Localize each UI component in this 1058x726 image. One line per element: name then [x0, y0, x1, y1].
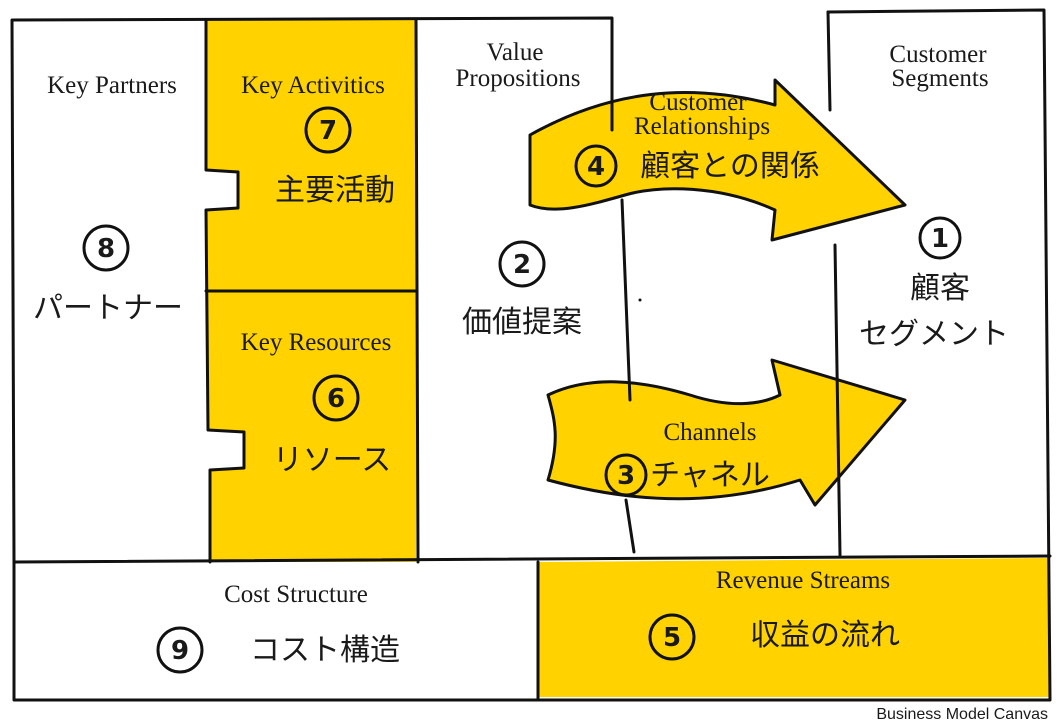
channels-label: Channels	[663, 419, 756, 446]
divider-value-relationships	[610, 40, 636, 554]
key-partners-label: Key Partners	[47, 72, 177, 99]
customer-relationships-label-2: Relationships	[634, 113, 770, 140]
value-propositions-jp: 価値提案	[462, 305, 582, 340]
key-partners-jp: パートナー	[33, 291, 183, 326]
key-activities-fill	[206, 20, 416, 290]
customer-relationships-label-1: Customer	[649, 89, 747, 116]
divider-relationships-segments	[826, 10, 842, 557]
customer-segments-jp-2: セグメント	[859, 317, 1009, 352]
value-propositions-number-circle	[498, 240, 546, 288]
channels-number-circle	[604, 453, 648, 497]
revenue-streams-fill	[538, 558, 1050, 697]
channels-number: 3	[617, 461, 635, 491]
customer-segments-label-2: Segments	[891, 65, 988, 92]
canvas-frame	[10, 8, 1052, 702]
cost-structure-jp: コスト構造	[250, 633, 400, 668]
channels-arrow	[546, 358, 907, 507]
value-propositions-label-2: Propositions	[455, 65, 580, 92]
revenue-streams-jp: 収益の流れ	[750, 618, 900, 653]
divider-horizontal-bottom	[12, 554, 1052, 564]
revenue-streams-number: 5	[663, 623, 681, 653]
key-activities-jp: 主要活動	[275, 173, 395, 208]
divider-partners-activities	[204, 18, 246, 564]
key-activities-number-circle	[304, 106, 352, 154]
value-propositions-label-1: Value	[487, 39, 544, 66]
customer-relationships-arrow	[528, 78, 907, 242]
key-activities-label: Key Activitics	[241, 72, 385, 99]
customer-relationships-jp: 顧客との関係	[640, 149, 820, 184]
customer-segments-number: 1	[931, 224, 949, 254]
key-resources-label: Key Resources	[241, 329, 392, 356]
key-resources-fill	[206, 292, 416, 562]
revenue-streams-number-circle	[648, 613, 696, 661]
key-resources-jp: リソース	[273, 443, 392, 478]
cost-structure-number: 9	[171, 636, 189, 666]
revenue-streams-label: Revenue Streams	[716, 567, 890, 594]
value-propositions-number: 2	[513, 250, 531, 280]
key-activities-number: 7	[319, 116, 337, 146]
customer-relationships-number-circle	[574, 144, 618, 188]
channels-jp: チャネル	[650, 458, 770, 493]
key-partners-number: 8	[97, 234, 115, 264]
customer-segments-label-1: Customer	[889, 41, 987, 68]
cost-structure-label: Cost Structure	[224, 581, 368, 608]
customer-segments-jp-1: 顧客	[910, 271, 970, 306]
key-partners-number-circle	[82, 224, 130, 272]
customer-relationships-number: 4	[587, 152, 605, 182]
customer-segments-number-circle	[918, 216, 962, 260]
credit-text: Business Model Canvas	[876, 706, 1048, 723]
key-resources-number-circle	[312, 374, 360, 422]
cost-structure-number-circle	[156, 626, 204, 674]
key-resources-number: 6	[327, 384, 345, 414]
